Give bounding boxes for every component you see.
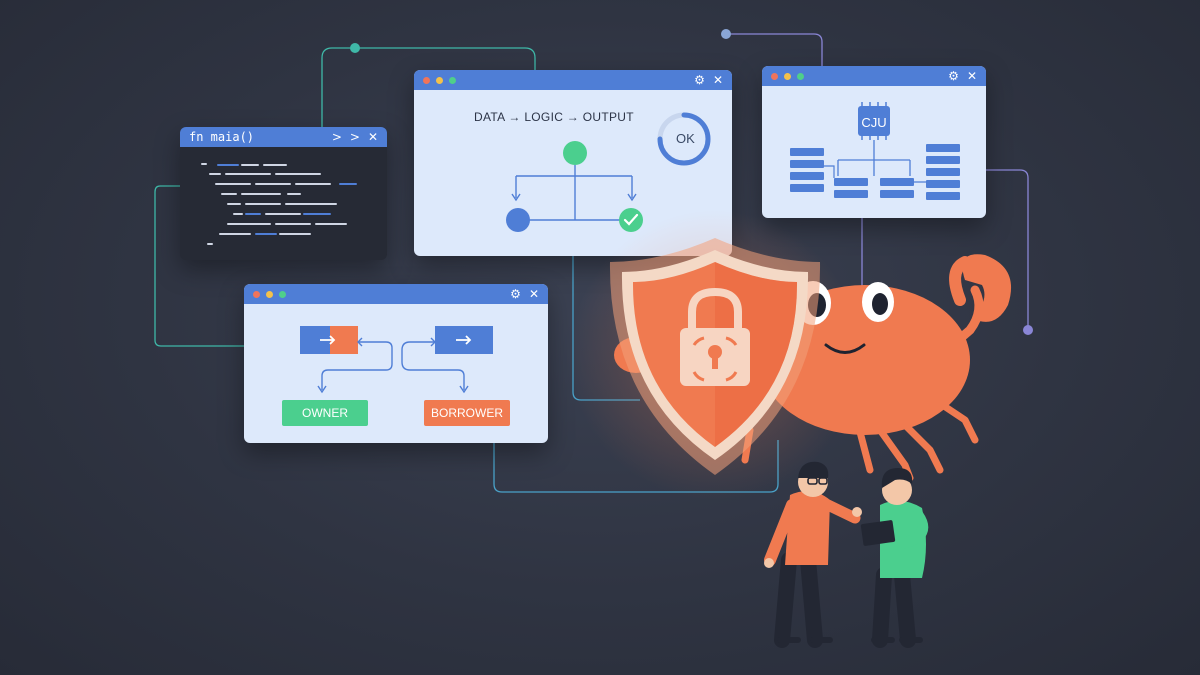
code-window-title: fn maia() — [189, 130, 255, 144]
arrow-right-icon — [456, 335, 472, 345]
progress-ring — [657, 112, 711, 166]
window-maximize-dot[interactable] — [797, 72, 804, 80]
close-icon[interactable]: ✕ — [367, 130, 378, 144]
window-minimize-dot[interactable] — [436, 76, 443, 84]
arrow-right-icon — [320, 335, 336, 345]
code-window-titlebar: fn maia() > > ✕ — [180, 127, 387, 147]
gear-icon[interactable]: ⚙ — [510, 287, 521, 301]
cpu-icon — [858, 102, 890, 140]
code-window: fn maia() > > ✕ — [180, 127, 387, 260]
server-window-titlebar: ⚙ ✕ — [762, 66, 986, 86]
connector-node — [350, 43, 360, 53]
flow-node-data — [563, 141, 587, 165]
flow-node-logic — [506, 208, 530, 232]
flow-window-titlebar: ⚙ ✕ — [414, 70, 732, 90]
window-close-dot[interactable] — [771, 72, 778, 80]
gear-icon[interactable]: ⚙ — [694, 73, 705, 87]
status-ok-label: OK — [676, 131, 695, 146]
chevron-right-icon[interactable]: > — [331, 130, 342, 144]
close-icon[interactable]: ✕ — [966, 69, 977, 83]
owner-tag: OWNER — [282, 400, 368, 426]
flow-window: ⚙ ✕ DATA → LOGIC → OUTPUT — [414, 70, 732, 256]
gear-icon[interactable]: ⚙ — [948, 69, 959, 83]
ownership-diagram — [300, 326, 493, 394]
window-minimize-dot[interactable] — [784, 72, 791, 80]
chevron-right-icon[interactable]: > — [349, 130, 360, 144]
server-diagram: CJU — [790, 102, 960, 200]
server-window: ⚙ ✕ CJU — [762, 66, 986, 218]
window-close-dot[interactable] — [253, 290, 260, 298]
window-maximize-dot[interactable] — [279, 290, 286, 298]
borrower-tag: BORROWER — [424, 400, 510, 426]
connector-node — [721, 29, 731, 39]
ownership-window-titlebar: ⚙ ✕ — [244, 284, 548, 304]
window-close-dot[interactable] — [423, 76, 430, 84]
window-maximize-dot[interactable] — [449, 76, 456, 84]
check-icon — [619, 208, 643, 232]
flow-label: DATA → LOGIC → OUTPUT — [474, 110, 634, 124]
code-lines — [201, 163, 357, 245]
close-icon[interactable]: ✕ — [712, 73, 723, 87]
connector-node — [1023, 325, 1033, 335]
flow-diagram — [506, 112, 711, 232]
cpu-chip-label: CJU — [861, 115, 886, 130]
window-minimize-dot[interactable] — [266, 290, 273, 298]
close-icon[interactable]: ✕ — [528, 287, 539, 301]
